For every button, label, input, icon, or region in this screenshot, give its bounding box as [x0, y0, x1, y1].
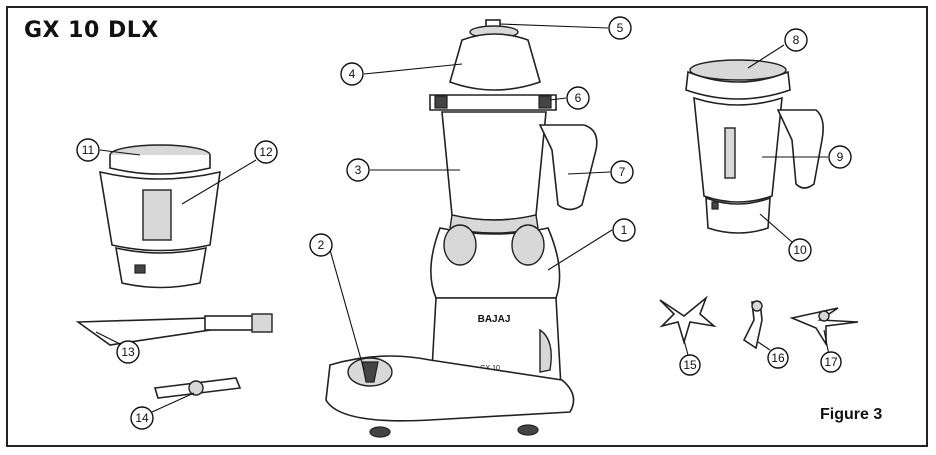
callout-7: 7: [610, 160, 634, 184]
small-blade: [153, 377, 242, 399]
figure-caption: Figure 3: [820, 406, 883, 423]
svg-text:14: 14: [135, 411, 149, 425]
wet-grinding-jar: [685, 59, 824, 234]
spatula: [75, 313, 273, 346]
callout-13: 13: [116, 340, 140, 364]
callout-12: 12: [254, 140, 278, 164]
chutney-jar: [99, 144, 221, 289]
callout-3: 3: [346, 158, 370, 182]
svg-text:17: 17: [824, 355, 838, 369]
callout-9: 9: [828, 145, 852, 169]
main-blender: BAJAJ GX 10: [325, 19, 598, 438]
svg-text:8: 8: [793, 33, 800, 47]
svg-text:4: 4: [349, 67, 356, 81]
svg-text:3: 3: [355, 163, 362, 177]
brand-mark: BAJAJ: [478, 314, 511, 325]
svg-text:2: 2: [318, 238, 325, 252]
svg-text:12: 12: [259, 145, 273, 159]
callout-17: 17: [820, 351, 842, 373]
svg-text:15: 15: [683, 358, 697, 372]
svg-text:10: 10: [793, 243, 807, 257]
callout-6: 6: [566, 86, 590, 110]
callout-10: 10: [788, 238, 812, 262]
callout-4: 4: [340, 62, 364, 86]
leader-lines: [95, 23, 830, 413]
svg-text:9: 9: [837, 150, 844, 164]
svg-text:11: 11: [82, 143, 95, 157]
svg-text:5: 5: [617, 21, 624, 35]
blade-set: [659, 295, 859, 350]
callout-11: 11: [76, 138, 100, 162]
callout-14: 14: [130, 406, 154, 430]
svg-text:1: 1: [621, 223, 628, 237]
callout-16: 16: [767, 347, 789, 369]
callout-8: 8: [784, 28, 808, 52]
svg-text:16: 16: [771, 351, 785, 365]
svg-text:13: 13: [121, 345, 135, 359]
callout-2: 2: [309, 233, 333, 257]
model-title: GX 10 DLX: [24, 18, 159, 43]
callout-15: 15: [679, 354, 701, 376]
diagram-frame: [6, 6, 928, 447]
svg-text:7: 7: [619, 165, 626, 179]
svg-text:6: 6: [575, 91, 582, 105]
callout-5: 5: [608, 16, 632, 40]
callout-1: 1: [612, 218, 636, 242]
